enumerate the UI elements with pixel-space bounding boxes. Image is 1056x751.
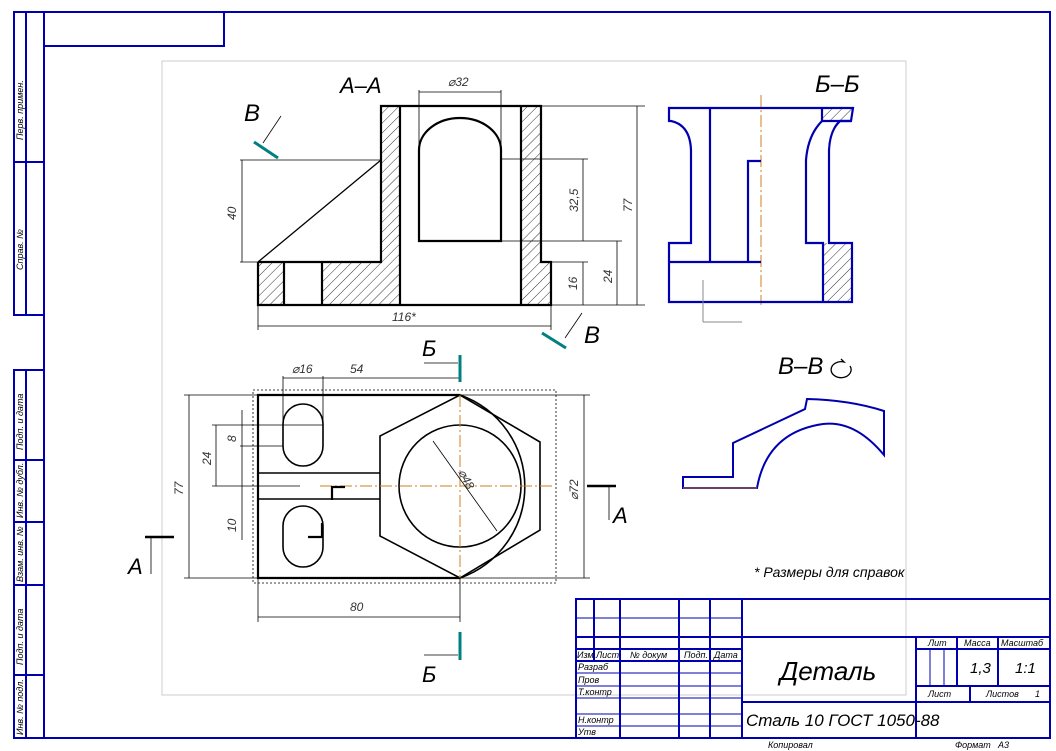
col-header: № докум — [630, 650, 667, 660]
cut-label-a: А — [126, 554, 143, 579]
mass-value: 1,3 — [970, 660, 992, 677]
role-label: Пров — [578, 675, 600, 685]
dim-h8: 8 — [225, 435, 239, 442]
dim-h16: 16 — [566, 276, 580, 290]
dim-h24: 24 — [601, 269, 615, 284]
scale-value: 1:1 — [1015, 660, 1036, 677]
cut-label-b: Б — [422, 336, 436, 361]
dim-d72: ⌀72 — [567, 479, 581, 500]
cut-label-a: А — [611, 503, 628, 528]
dim-d32: ⌀32 — [448, 75, 469, 89]
strip-label: Взам. инв. № — [15, 526, 25, 582]
dim-d16: ⌀16 — [292, 362, 313, 376]
sheets-label: Листов — [985, 689, 1019, 699]
dim-h10: 10 — [225, 518, 239, 532]
rotated-icon — [830, 358, 852, 379]
cut-label-v: В — [244, 100, 260, 127]
role-label: Разраб — [578, 662, 609, 672]
strip-label: Справ. № — [15, 229, 25, 270]
col-header: Дата — [713, 650, 738, 660]
format-value: А3 — [997, 740, 1009, 750]
sheet-label: Лист — [927, 689, 952, 699]
mass-label: Масса — [964, 638, 991, 648]
material: Сталь 10 ГОСТ 1050-88 — [746, 711, 940, 730]
format-label: Формат — [955, 740, 991, 750]
role-label: Утв — [577, 727, 596, 737]
section-a-a-title: А–А — [338, 73, 382, 98]
dim-h40: 40 — [225, 206, 239, 220]
dim-h77: 77 — [621, 197, 635, 212]
reference-note: * Размеры для справок — [754, 564, 906, 580]
dim-w54: 54 — [350, 362, 364, 376]
strip-label: Подп. и дата — [15, 394, 25, 450]
section-v-v: В–В — [682, 353, 885, 489]
col-header: Подп. — [684, 650, 708, 660]
scale-label: Масштаб — [1001, 638, 1044, 648]
section-b-b-title: Б–Б — [815, 71, 860, 98]
dim-h77b: 77 — [172, 480, 186, 495]
section-b-b: Б–Б — [667, 71, 860, 323]
strip-label: Подп. и дата — [15, 609, 25, 665]
dim-w116: 116* — [392, 310, 416, 324]
title-block: Изм Лист № докум Подп. Дата Разраб Пров … — [575, 598, 1051, 750]
cut-label-v: В — [584, 322, 600, 349]
cut-label-b: Б — [422, 662, 436, 687]
col-header: Лист — [595, 650, 620, 660]
strip-label: Инв. № подл. — [15, 679, 25, 735]
section-v-v-title: В–В — [778, 353, 823, 380]
strip-label: Перв. примен. — [15, 80, 25, 140]
col-header: Изм — [577, 650, 594, 660]
dim-h32-5: 32,5 — [567, 188, 581, 212]
side-strip-labels: Перв. примен. Справ. № Подп. и дата Инв.… — [15, 80, 25, 735]
dim-h24b: 24 — [200, 451, 214, 466]
dim-w80: 80 — [350, 600, 364, 614]
plan-view: ⌀16 54 77 24 8 10 ⌀48 ⌀72 80 Б Б А А — [126, 336, 628, 687]
role-label: Н.контр — [578, 715, 614, 725]
dim-d48: ⌀48 — [455, 467, 477, 492]
strip-label: Инв. № дубл. — [15, 463, 25, 518]
lit-label: Лит — [927, 638, 947, 648]
section-a-a: А–А ⌀32 40 32,5 77 16 24 116* В В — [225, 73, 645, 350]
sheets-value: 1 — [1035, 689, 1040, 699]
part-name: Деталь — [777, 656, 876, 686]
role-label: Т.контр — [578, 687, 612, 697]
copied-label: Копировал — [768, 740, 813, 750]
